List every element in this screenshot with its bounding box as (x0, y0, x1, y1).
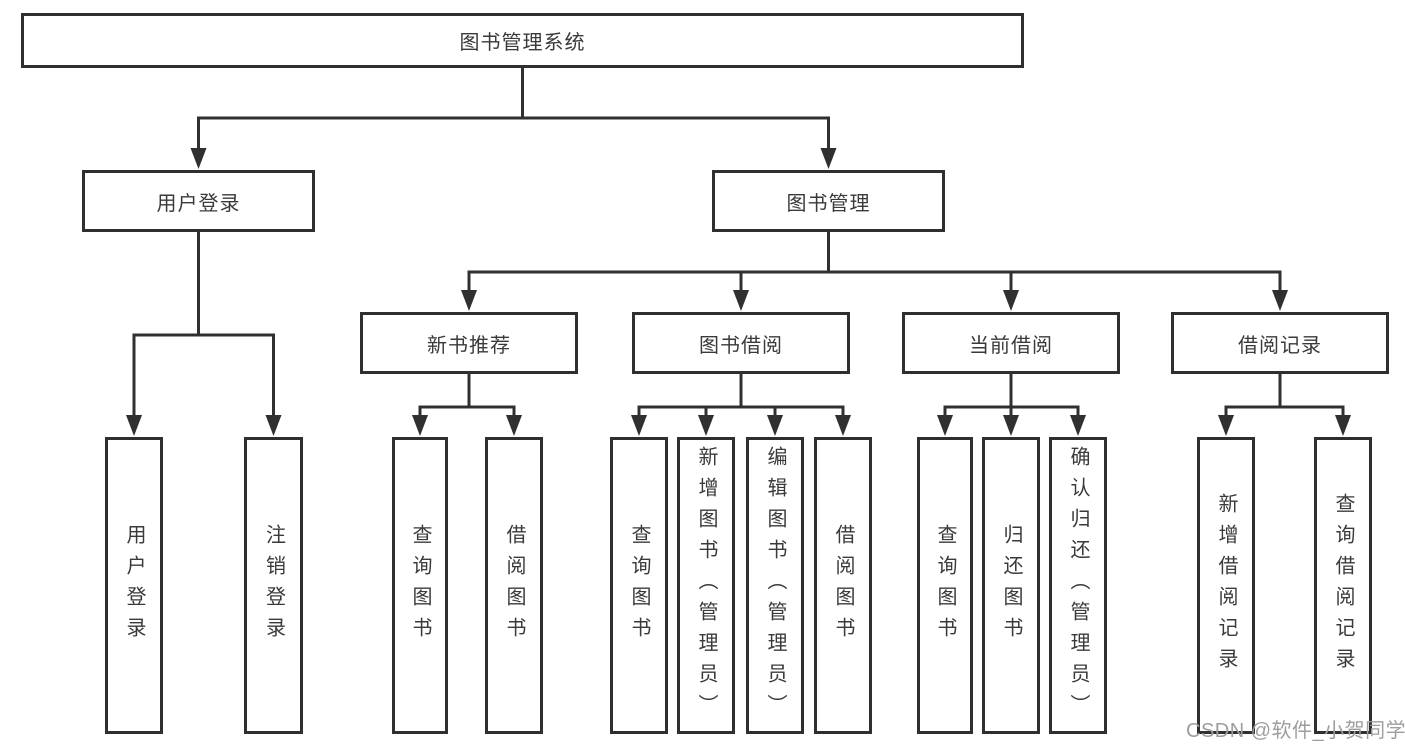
node-label: 确认归还（管理员） (1067, 446, 1089, 725)
arrowhead-icon (412, 415, 428, 436)
node-label: 图书借阅 (699, 334, 783, 357)
node-system: 图书管理系统 (21, 13, 1024, 68)
node-label: 借阅图书 (503, 523, 525, 648)
node-current-borrowing: 当前借阅 (902, 312, 1120, 374)
arrowhead-icon (1218, 415, 1234, 436)
node-label: 用户登录 (156, 192, 241, 215)
node-new-book-recommend: 新书推荐 (360, 312, 578, 374)
node-label: 查询图书 (934, 523, 956, 648)
arrowhead-icon (1003, 290, 1019, 311)
node-nbr-query-books: 查询图书 (392, 437, 448, 734)
node-label: 借阅图书 (832, 523, 854, 648)
node-label: 查询借阅记录 (1332, 492, 1354, 679)
node-bb-borrow-books: 借阅图书 (814, 437, 872, 734)
node-nbr-borrow-books: 借阅图书 (485, 437, 543, 734)
node-label: 新增图书（管理员） (695, 446, 717, 725)
node-label: 用户登录 (123, 523, 145, 648)
node-label: 注销登录 (262, 523, 285, 648)
node-label: 编辑图书（管理员） (764, 446, 786, 725)
arrowhead-icon (767, 415, 783, 436)
node-label: 图书管理系统 (459, 32, 586, 54)
arrowhead-icon (1335, 415, 1351, 436)
node-cb-return-books: 归还图书 (982, 437, 1040, 734)
node-user-login: 用户登录 (82, 170, 315, 232)
arrowhead-icon (631, 415, 647, 436)
node-bb-edit-books: 编辑图书（管理员） (746, 437, 804, 734)
node-label: 借阅记录 (1238, 334, 1322, 357)
arrowhead-icon (835, 415, 851, 436)
arrowhead-icon (937, 415, 953, 436)
node-label: 新书推荐 (427, 334, 511, 357)
node-label: 当前借阅 (969, 334, 1053, 357)
arrowhead-icon (506, 415, 522, 436)
node-book-borrowing: 图书借阅 (632, 312, 850, 374)
arrowhead-icon (1070, 415, 1086, 436)
node-label: 图书管理 (786, 192, 871, 215)
node-label: 查询图书 (628, 523, 650, 648)
node-book-management: 图书管理 (712, 170, 945, 232)
node-label: 归还图书 (1000, 523, 1022, 648)
arrowhead-icon (265, 415, 282, 436)
node-user-login-leaf: 用户登录 (105, 437, 163, 734)
arrowhead-icon (733, 290, 749, 311)
arrowhead-icon (461, 290, 477, 311)
node-label: 查询图书 (409, 523, 431, 648)
arrowhead-icon (698, 415, 714, 436)
node-br-add-record: 新增借阅记录 (1197, 437, 1255, 734)
arrowhead-icon (820, 148, 837, 169)
arrowhead-icon (1272, 290, 1288, 311)
arrowhead-icon (190, 148, 207, 169)
node-cb-query-books: 查询图书 (917, 437, 973, 734)
node-bb-query-books: 查询图书 (610, 437, 668, 734)
watermark: CSDN @软件_小贺同学 (1186, 720, 1405, 742)
node-br-query-record: 查询借阅记录 (1314, 437, 1372, 734)
node-logout-leaf: 注销登录 (244, 437, 303, 734)
node-bb-add-books: 新增图书（管理员） (677, 437, 735, 734)
node-label: 新增借阅记录 (1215, 492, 1237, 679)
arrowhead-icon (126, 415, 142, 436)
arrowhead-icon (1003, 415, 1019, 436)
node-cb-confirm-return: 确认归还（管理员） (1049, 437, 1107, 734)
node-borrowing-records: 借阅记录 (1171, 312, 1389, 374)
